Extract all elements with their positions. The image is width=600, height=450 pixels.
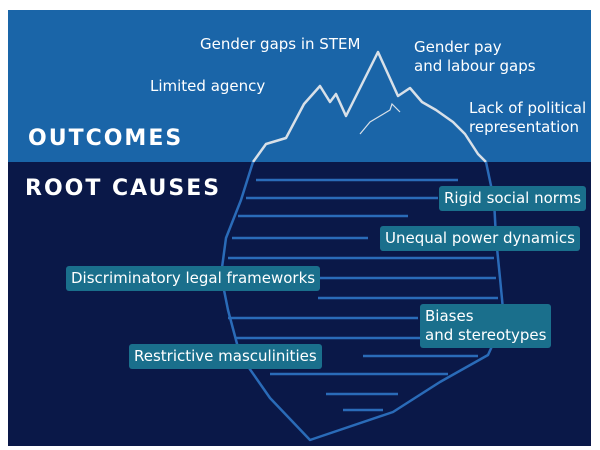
root-cause-biases: Biases and stereotypes <box>420 304 552 348</box>
above-water-area <box>8 10 591 162</box>
outcome-label-political: Lack of political representation <box>469 99 586 137</box>
outcomes-heading: OUTCOMES <box>28 126 184 151</box>
iceberg-graphic <box>219 50 506 442</box>
root-cause-biases-line2: and stereotypes <box>425 326 547 344</box>
outcome-label-political-line2: representation <box>469 118 580 136</box>
root-cause-masculinities: Restrictive masculinities <box>129 344 322 369</box>
iceberg-strata-lines <box>222 178 498 412</box>
outcome-label-agency: Limited agency <box>150 77 266 95</box>
outcome-label-political-line1: Lack of political <box>469 99 587 117</box>
outcome-label-stem: Gender gaps in STEM <box>200 35 361 53</box>
outcome-label-pay-line1: Gender pay <box>414 38 502 56</box>
iceberg-crack <box>359 102 401 135</box>
iceberg-diagram: OUTCOMES ROOT CAUSES Gender gaps in STEM… <box>8 10 591 446</box>
iceberg-underwater-outline <box>219 161 506 442</box>
root-cause-power-dynamics: Unequal power dynamics <box>380 226 580 251</box>
outcome-label-pay: Gender pay and labour gaps <box>414 38 536 76</box>
iceberg-tip-outline <box>251 50 487 163</box>
outcome-label-pay-line2: and labour gaps <box>414 57 536 75</box>
root-cause-legal-frameworks: Discriminatory legal frameworks <box>66 266 321 291</box>
root-cause-rigid-norms: Rigid social norms <box>439 186 587 211</box>
root-causes-heading: ROOT CAUSES <box>25 176 222 201</box>
root-cause-biases-line1: Biases <box>425 307 474 325</box>
